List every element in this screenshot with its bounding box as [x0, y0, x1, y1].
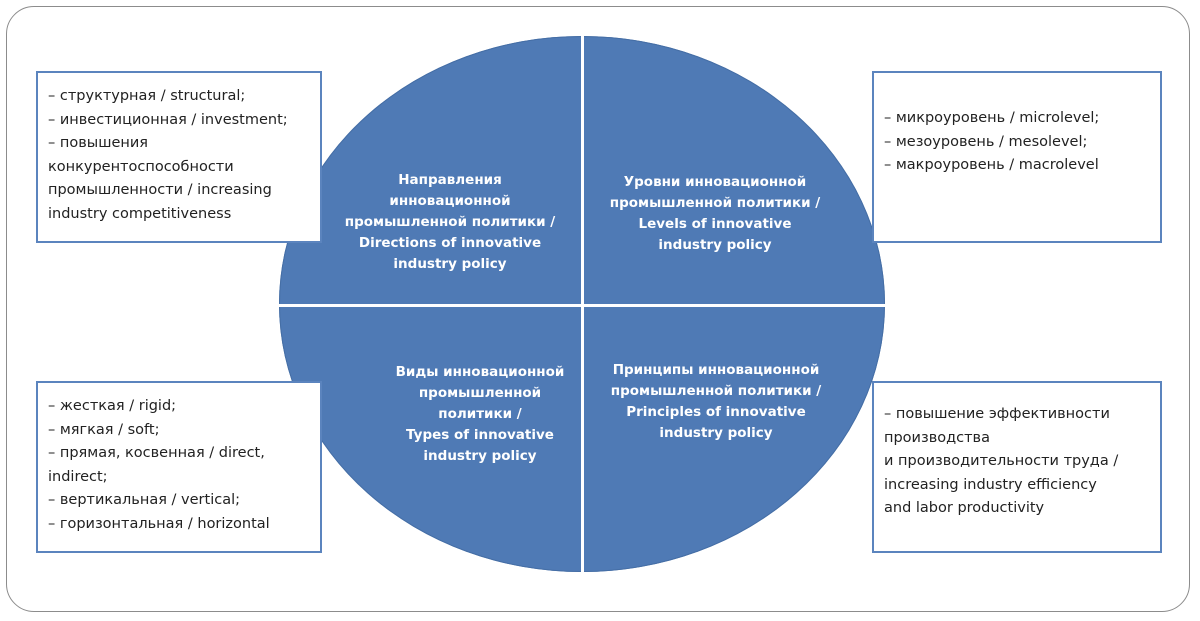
types-box: – жесткая / rigid; – мягкая / soft; – пр…	[36, 381, 322, 553]
list-item: – макроуровень / macrolevel	[884, 157, 1099, 173]
quadrant-directions-label: Направления инновационной промышленной п…	[344, 172, 556, 272]
quadrant-levels-label: Уровни инновационной промышленной полити…	[609, 174, 821, 253]
levels-box: – микроуровень / microlevel; – мезоурове…	[872, 71, 1162, 243]
principles-box: – повышение эффективности производства и…	[872, 381, 1162, 553]
principles-list: – повышение эффективности производства и…	[884, 403, 1150, 521]
list-item: – горизонтальная / horizontal	[48, 515, 270, 532]
types-list: – жесткая / rigid; – мягкая / soft; – пр…	[48, 395, 310, 536]
ellipse-horizontal-divider	[279, 304, 885, 307]
list-item: – вертикальная / vertical;	[48, 492, 240, 508]
directions-list: – структурная / structural; – инвестицио…	[48, 85, 310, 226]
list-item: – мягкая / soft;	[48, 421, 160, 438]
list-item: – жесткая / rigid;	[48, 398, 177, 414]
list-item: – повышения конкурентоспособности промыш…	[48, 135, 272, 222]
directions-box: – структурная / structural; – инвестицио…	[36, 71, 322, 243]
quadrant-principles-label: Принципы инновационной промышленной поли…	[610, 362, 822, 441]
list-item: – прямая, косвенная / direct, indirect;	[48, 445, 265, 485]
levels-list: – микроуровень / microlevel; – мезоурове…	[884, 107, 1150, 178]
list-item: – микроуровень / microlevel;	[884, 110, 1100, 126]
list-item: – структурная / structural;	[48, 88, 246, 104]
list-item: – повышение эффективности производства и…	[884, 406, 1119, 516]
list-item: – инвестиционная / investment;	[48, 111, 288, 128]
quadrant-types-label: Виды инновационной промышленной политики…	[395, 364, 565, 464]
list-item: – мезоуровень / mesolevel;	[884, 133, 1088, 150]
